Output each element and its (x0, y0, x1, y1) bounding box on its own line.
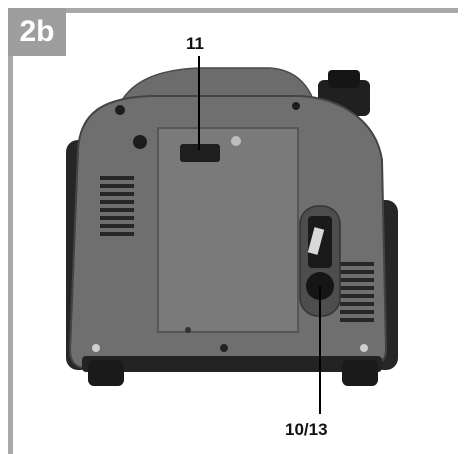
figure-frame-top (8, 8, 458, 13)
left-vents (100, 176, 134, 236)
panel-screw-top (231, 136, 241, 146)
body-screw-left (133, 135, 147, 149)
foot-screw-left (92, 344, 100, 352)
callout-11: 11 (186, 34, 204, 53)
fuel-cap-top (328, 70, 360, 88)
right-foot (342, 360, 378, 386)
right-vents (340, 262, 374, 322)
outlet-switch (307, 227, 325, 255)
body-screw-top-left (115, 105, 125, 115)
panel-screw-bottom-left (185, 327, 191, 333)
figure-frame-left (8, 8, 13, 454)
callout-10-13: 10/13 (285, 420, 328, 439)
left-foot (88, 360, 124, 386)
panel-screw-bottom (220, 344, 228, 352)
foot-screw-right (360, 344, 368, 352)
generator-base (82, 356, 382, 372)
service-panel (157, 127, 299, 333)
figure-badge: 2b (8, 8, 66, 56)
panel-latch (180, 144, 220, 162)
body-screw-top-right (292, 102, 300, 110)
